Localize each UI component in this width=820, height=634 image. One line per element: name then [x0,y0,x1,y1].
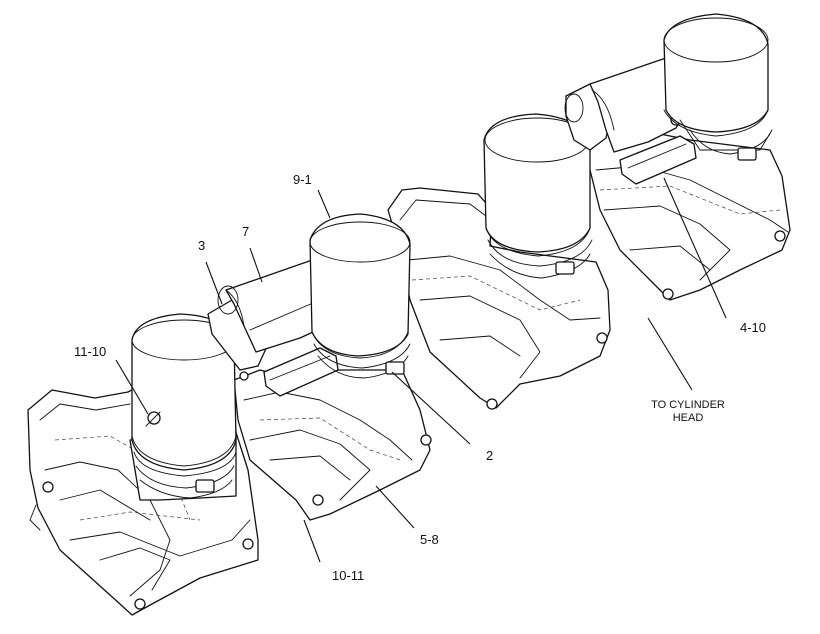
callout-9-1: 9-1 [293,172,312,187]
leader-lines [115,177,727,563]
manifold-section-2 [233,369,432,521]
callout-5-8: 5-8 [420,532,439,547]
callout-3: 3 [198,238,205,253]
callout-10-11: 10-11 [332,568,364,583]
note-to-cylinder: TO CYLINDER [651,399,725,411]
note-head: HEAD [673,412,704,424]
filter-canister-4 [663,13,773,161]
filter-canister-2 [309,213,411,379]
callout-11-10: 11-10 [74,344,106,359]
callout-7: 7 [242,224,249,239]
filter-canister-3 [483,113,593,279]
callout-2: 2 [486,448,493,463]
filter-canister-1 [129,313,237,501]
manifold-section-3 [387,187,611,410]
callout-4-10: 4-10 [740,320,766,335]
